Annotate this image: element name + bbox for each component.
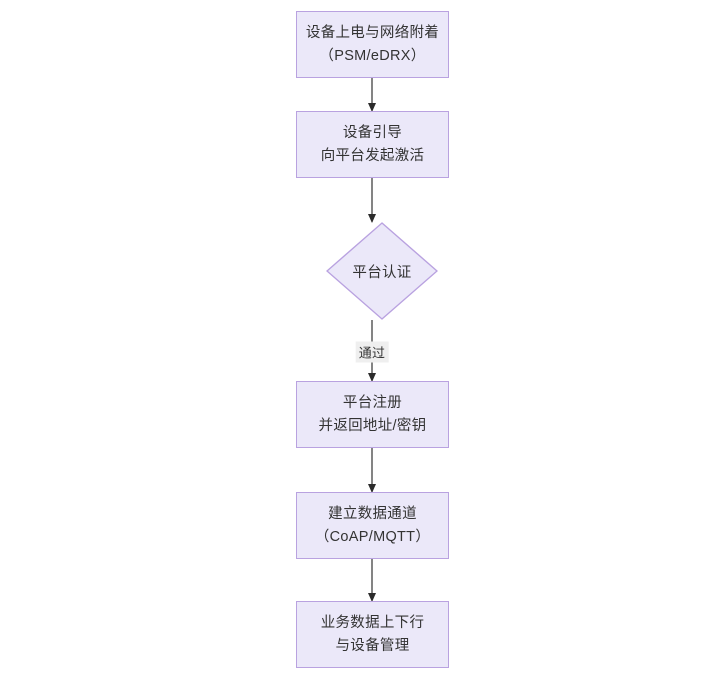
node-bootstrap-line-1: 设备引导 [342,125,403,142]
node-data[interactable]: 业务数据上下行 与设备管理 [296,601,449,668]
node-power-on-line-2: （PSM/eDRX） [319,47,426,64]
node-data-line-2: 与设备管理 [335,637,410,654]
diamond-shape-icon [326,222,438,320]
node-auth[interactable]: 平台认证 [326,222,438,320]
node-bootstrap[interactable]: 设备引导 向平台发起激活 [296,111,449,178]
node-channel-line-1: 建立数据通道 [328,506,417,523]
node-bootstrap-line-2: 向平台发起激活 [320,147,425,164]
node-register[interactable]: 平台注册 并返回地址/密钥 [296,381,449,448]
node-register-line-1: 平台注册 [342,395,403,412]
node-data-line-1: 业务数据上下行 [320,615,425,632]
node-power-on[interactable]: 设备上电与网络附着 （PSM/eDRX） [296,11,449,78]
node-channel-line-2: （CoAP/MQTT） [314,528,431,545]
node-auth-label: 平台认证 [352,264,412,281]
node-power-on-line-1: 设备上电与网络附着 [305,25,440,42]
edge-label-pass: 通过 [355,341,389,363]
node-channel[interactable]: 建立数据通道 （CoAP/MQTT） [296,492,449,559]
node-register-line-2: 并返回地址/密钥 [318,417,427,434]
